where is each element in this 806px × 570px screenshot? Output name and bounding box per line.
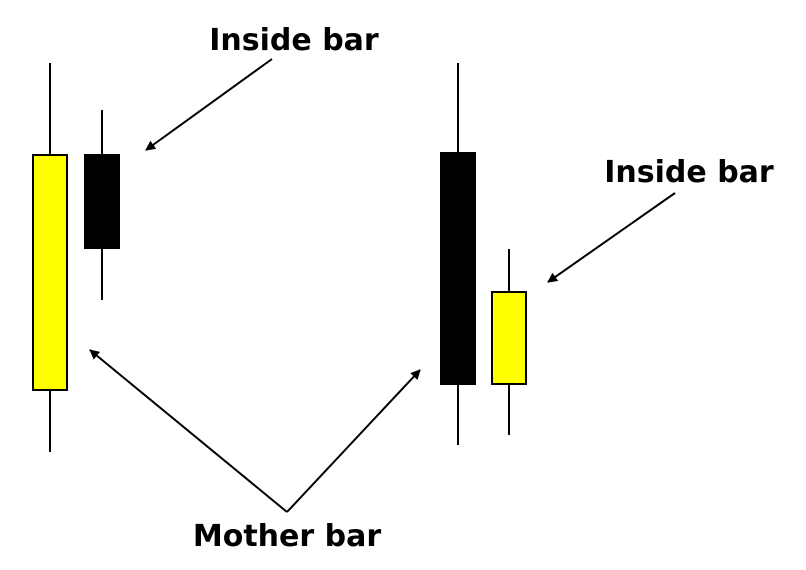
label-inside-bar-left: Inside bar [209,23,379,58]
arrow-mother-left [89,349,288,513]
inside-candle-right [491,249,527,435]
label-mother-bar: Mother bar [193,519,381,554]
arrow-inside-left [145,58,273,151]
label-inside-bar-right: Inside bar [604,155,774,190]
mother-candle-right-body [440,152,476,385]
mother-candle-right [440,63,476,445]
inside-candle-right-body [491,291,527,385]
arrow-mother-right [286,369,421,513]
mother-candle-left-body [32,154,68,391]
mother-candle-left [32,63,68,452]
arrow-inside-right [547,192,676,283]
inside-candle-left [84,110,120,300]
inside-candle-left-body [84,154,120,249]
